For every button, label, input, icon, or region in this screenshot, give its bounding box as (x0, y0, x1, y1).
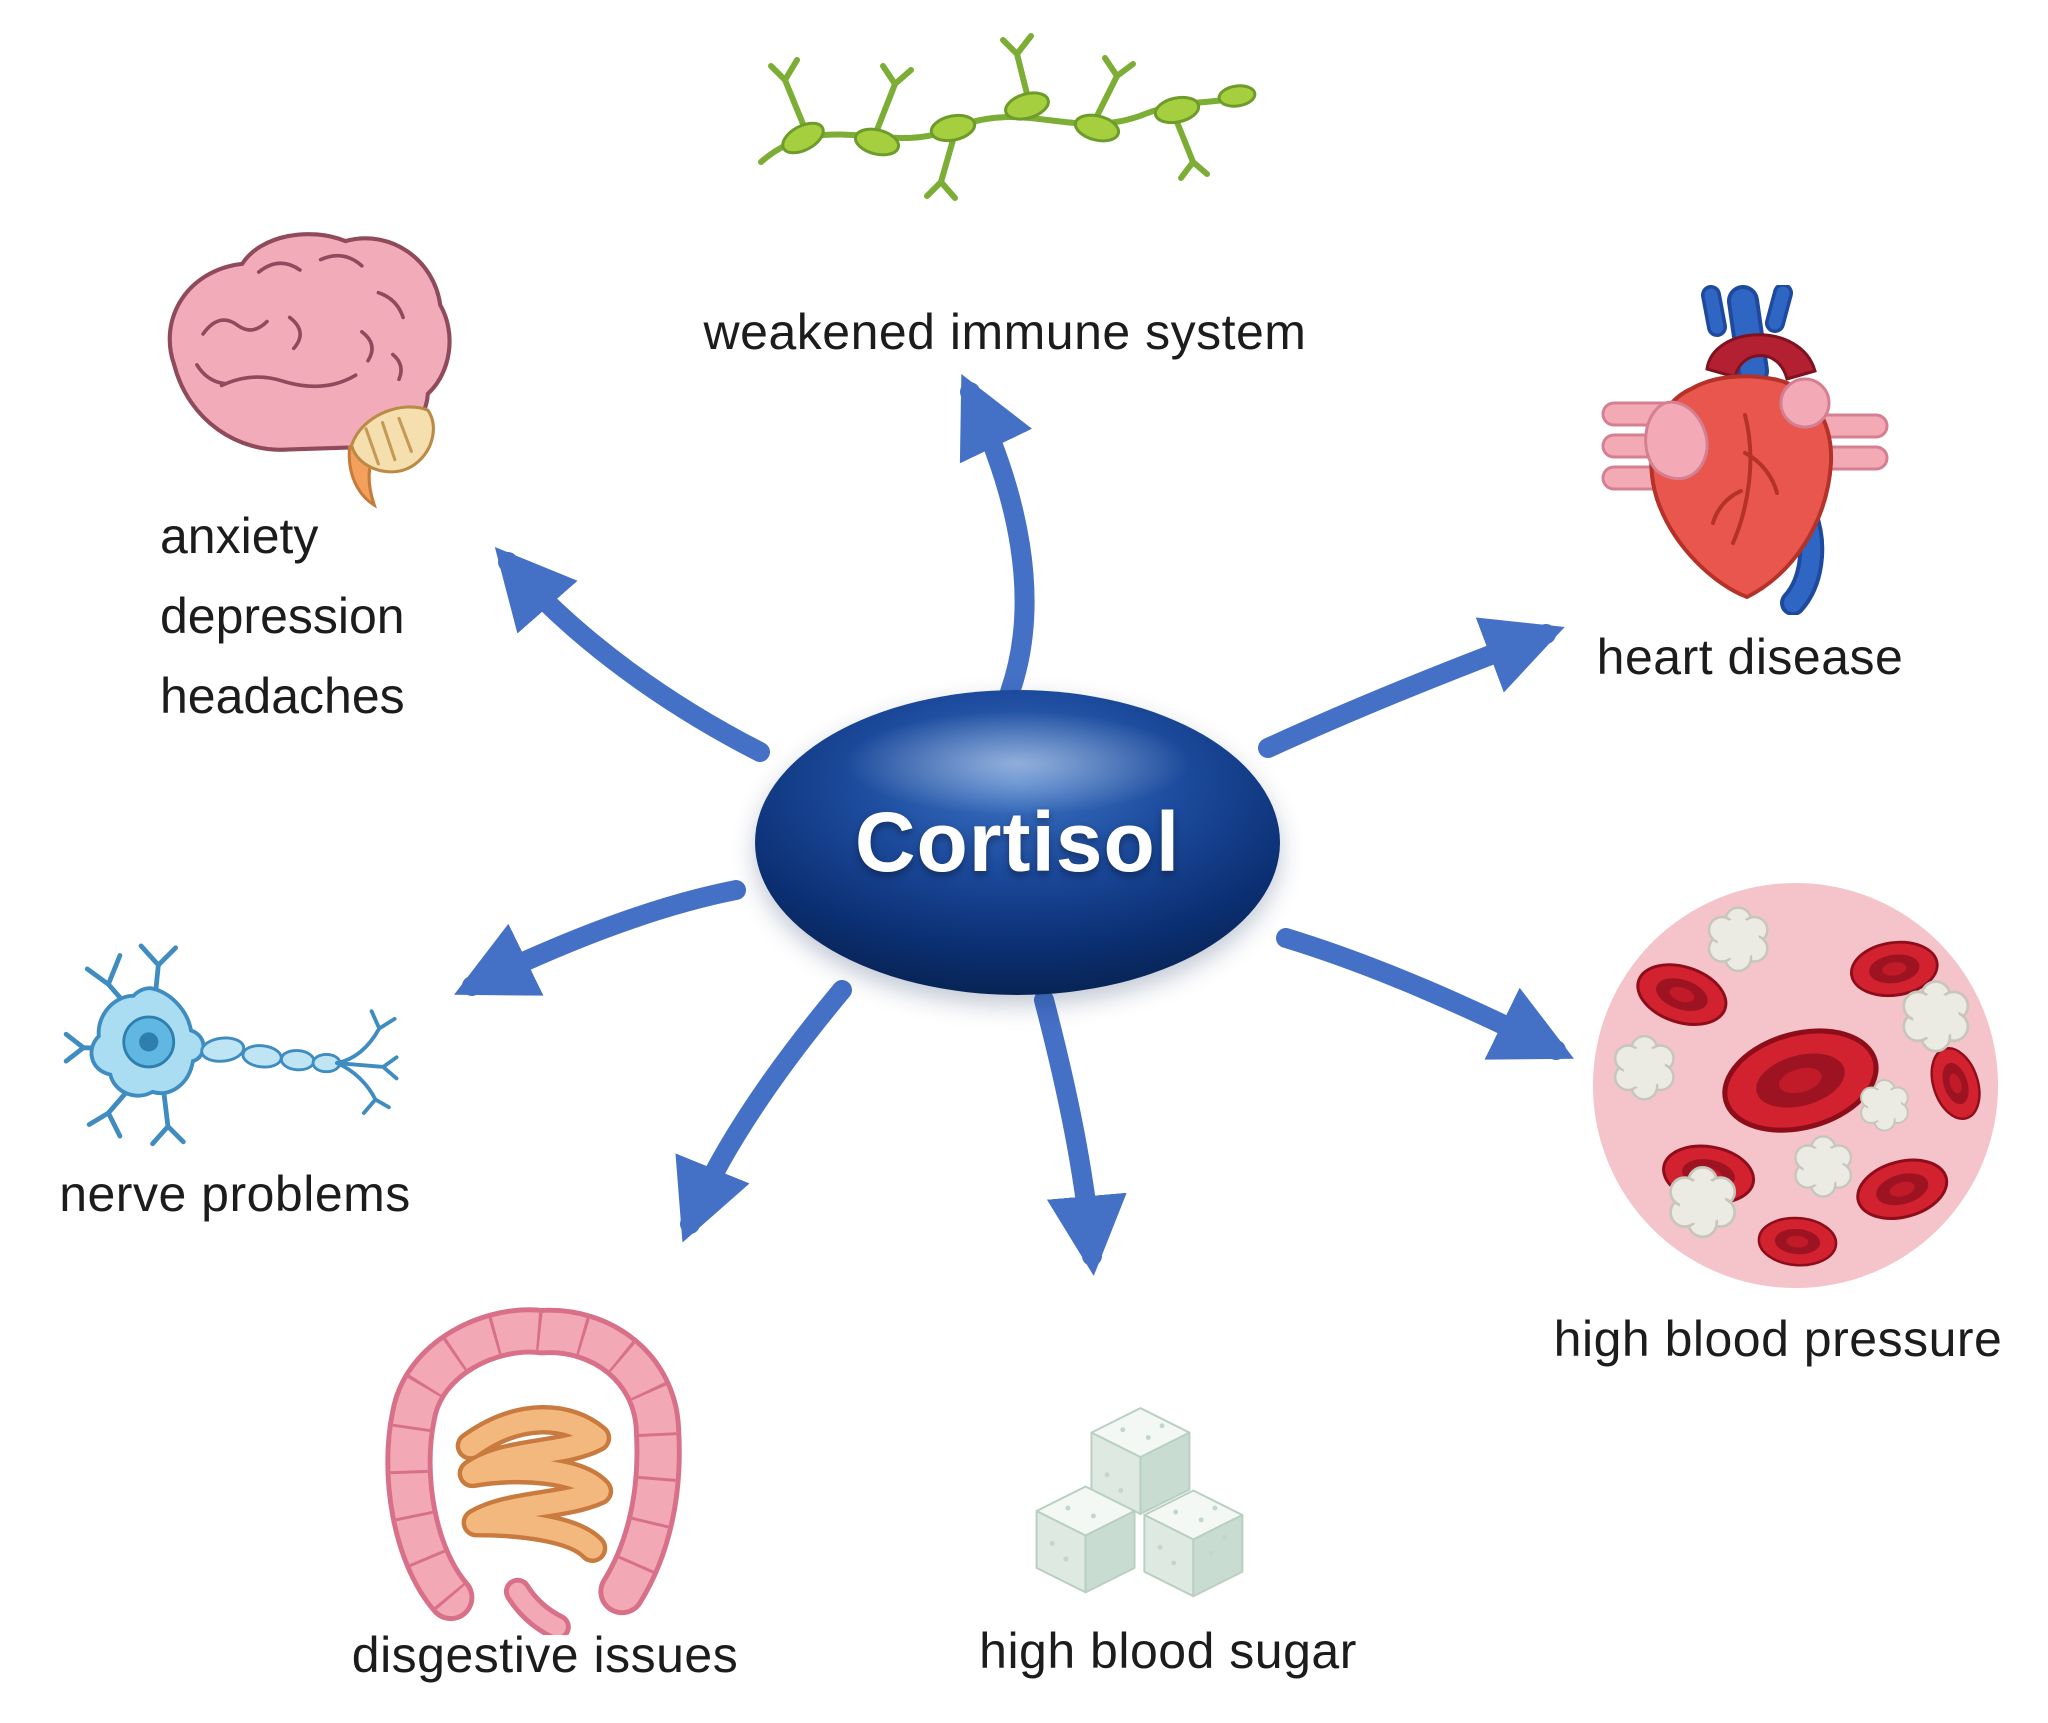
label-immune: weakened immune system (703, 304, 1307, 360)
label-anxiety: anxiety (160, 508, 319, 564)
neuron-icon (63, 943, 399, 1147)
arrow-digestive (675, 980, 852, 1243)
label-blood-sugar: high blood sugar (979, 1623, 1357, 1679)
intestine-icon (385, 1307, 682, 1635)
label-heart: heart disease (1596, 629, 1904, 685)
center-label: Cortisol (854, 795, 1181, 889)
arrow-blood-sugar (1034, 990, 1127, 1276)
label-mental: anxiety depression headaches (160, 496, 405, 736)
heart-icon (1601, 285, 1889, 615)
blood-cells-icon (1592, 882, 1999, 1289)
arrow-nerve (454, 880, 746, 996)
label-nerve: nerve problems (59, 1166, 411, 1222)
arrow-heart (1258, 617, 1565, 758)
arrow-immune (959, 373, 1035, 702)
label-digestive: disgestive issues (351, 1627, 739, 1683)
immune-system-icon (758, 33, 1257, 201)
sugar-cubes-icon (1035, 1407, 1244, 1598)
arrow-mental (494, 546, 770, 762)
label-headaches: headaches (160, 668, 405, 724)
brain-icon (167, 232, 452, 509)
center-node-cortisol: Cortisol (755, 690, 1280, 995)
label-depression: depression (160, 588, 405, 644)
arrow-blood-pressure (1276, 928, 1574, 1060)
label-blood-pressure: high blood pressure (1553, 1311, 2003, 1367)
